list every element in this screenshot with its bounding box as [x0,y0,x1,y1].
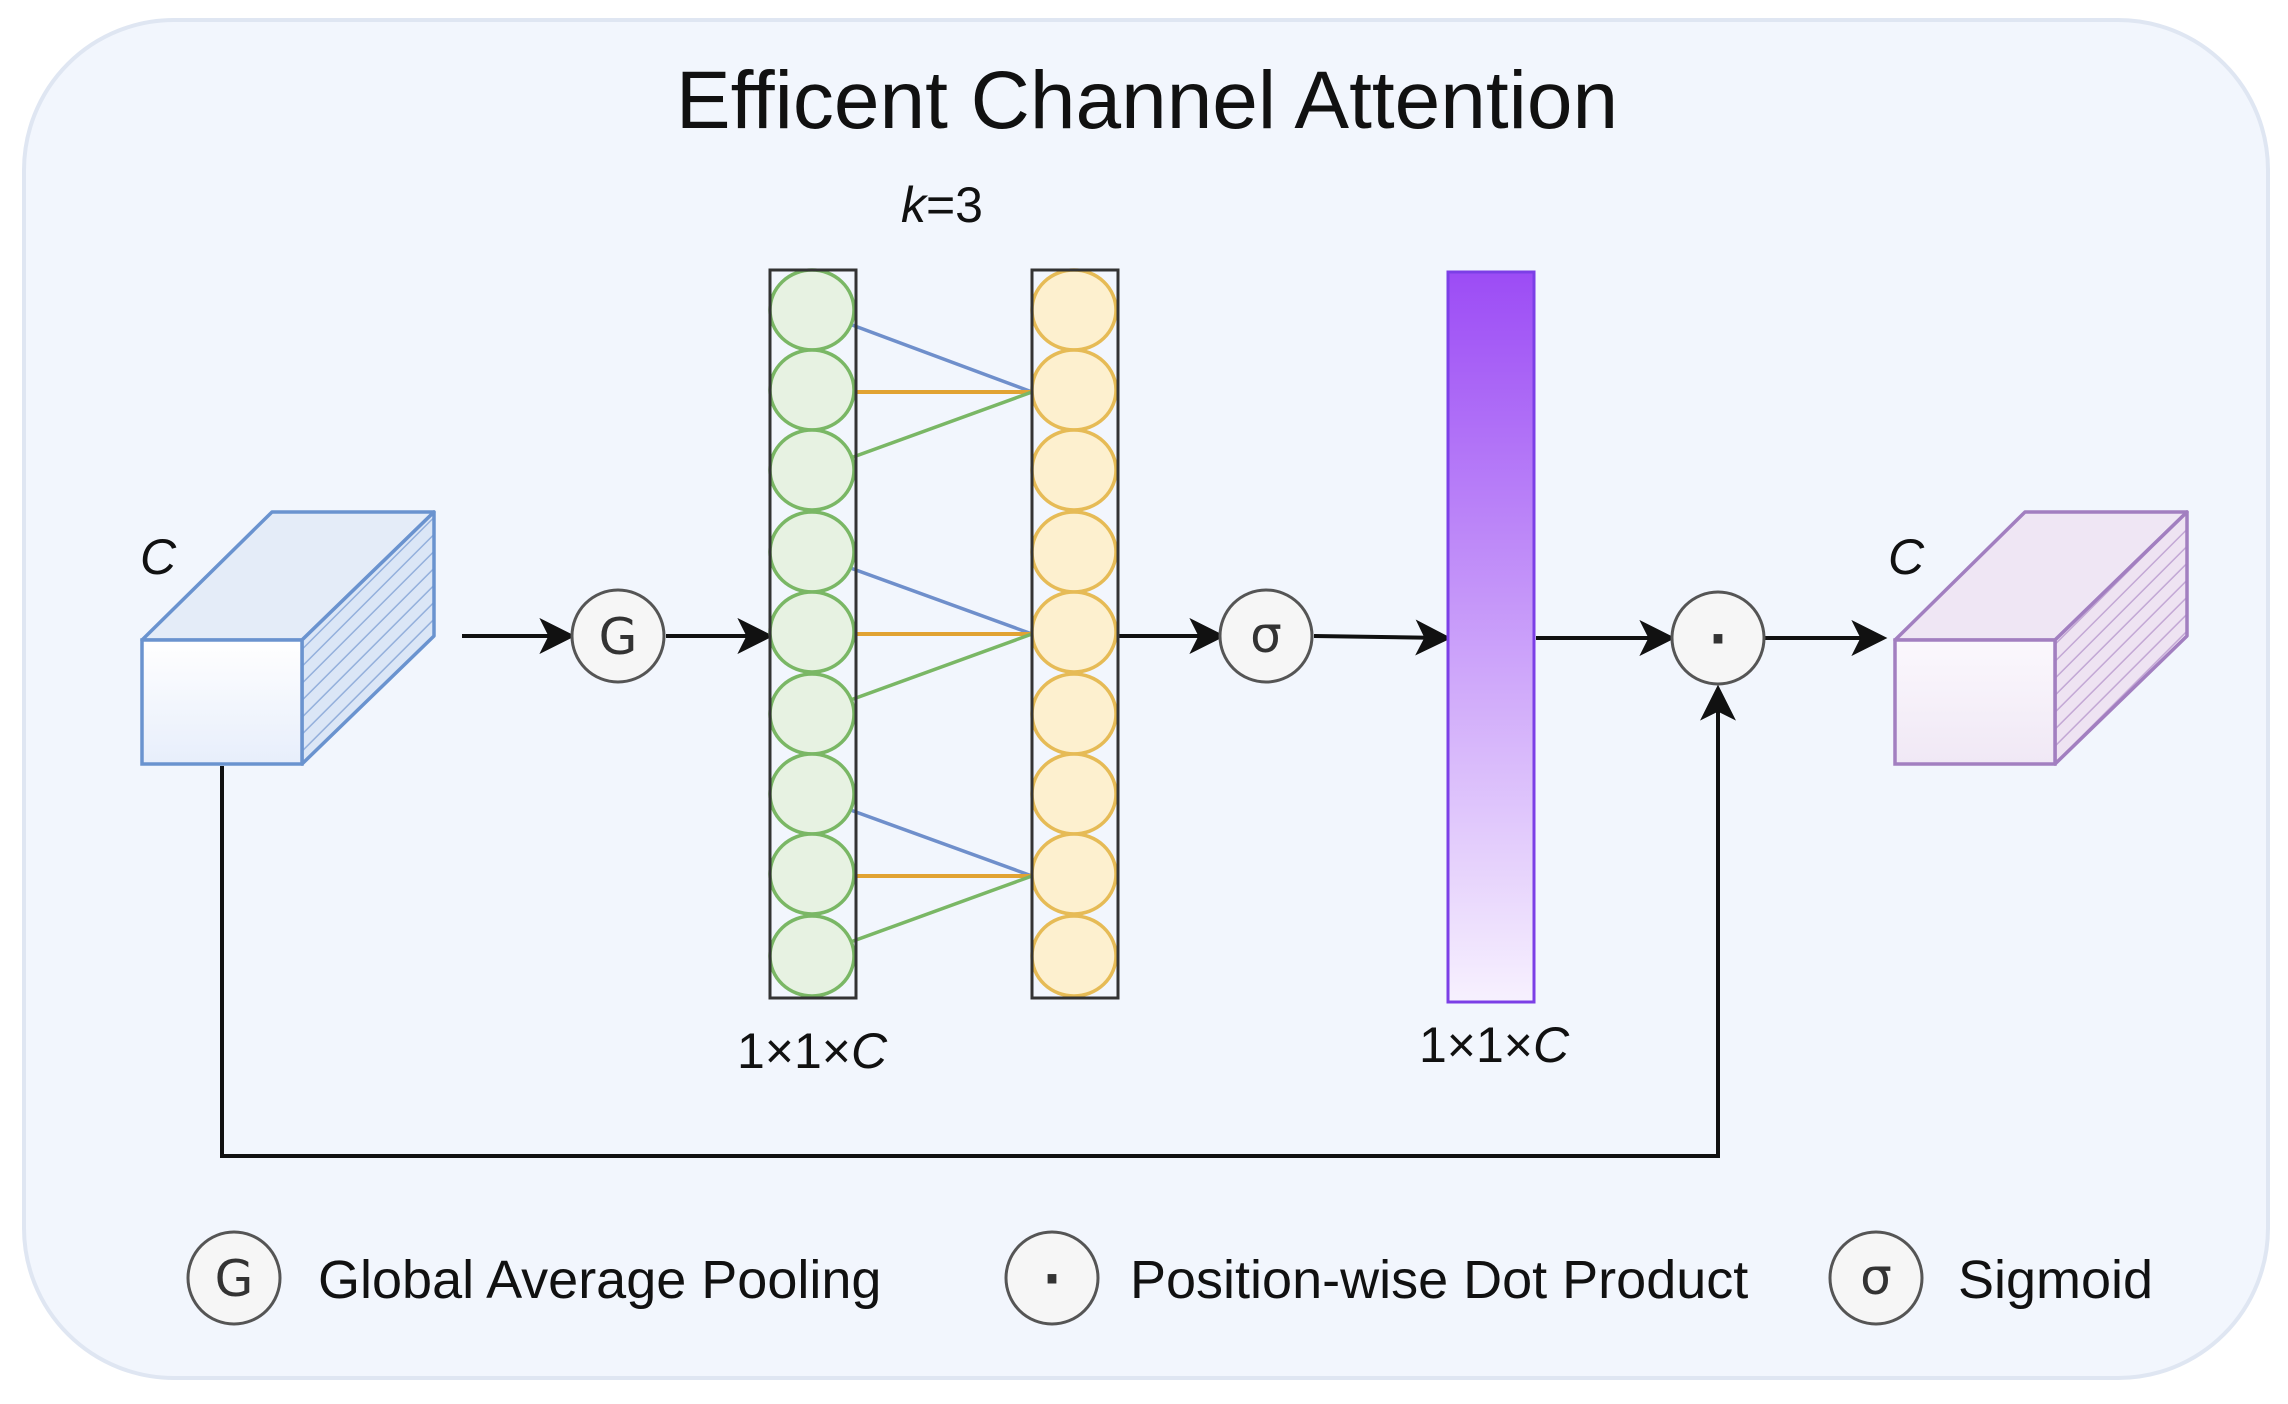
skip-connection [220,684,1736,1158]
pooled-shape-label: 1×1×C [737,1023,888,1079]
gap-operator: G [570,588,666,684]
diagram-panel [22,18,2270,1380]
legend-symbol-gap: G [215,1250,254,1308]
weights-shape-label: 1×1×C [1419,1017,1570,1073]
attention-weights-bar [1446,270,1536,1004]
conv-output-vector [1030,268,1120,1000]
legend-item-dot: · Position-wise Dot Product [1004,1230,1748,1326]
sigmoid-operator: σ [1218,588,1314,684]
legend-label-sigmoid: Sigmoid [1958,1250,2153,1310]
dot-product-operator: · [1670,590,1766,686]
legend-label-dot: Position-wise Dot Product [1130,1250,1748,1310]
legend-item-gap: G Global Average Pooling [186,1230,881,1326]
diagram-title: Efficent Channel Attention [676,55,1618,146]
output-channel-label: C [1888,529,1925,585]
output-feature-map [1893,510,2189,766]
arrow-sigmoid-to-weights [1313,619,1452,656]
gap-symbol: G [599,608,638,666]
legend-symbol-dot: · [1043,1250,1062,1308]
input-channel-label: C [140,529,177,585]
yellow-node-column [1030,268,1118,998]
legend-symbol-sigmoid: σ [1860,1248,1892,1306]
sigmoid-symbol: σ [1250,606,1282,664]
green-node-column [768,268,856,998]
legend-label-gap: Global Average Pooling [318,1250,881,1310]
pooled-channel-vector [768,268,858,1000]
legend: G Global Average Pooling · Position-wise… [186,1230,2153,1326]
dot-symbol: · [1709,610,1728,668]
kernel-size-label: k=3 [901,177,983,233]
legend-item-sigmoid: σ Sigmoid [1828,1230,2153,1326]
input-feature-map [140,510,436,766]
